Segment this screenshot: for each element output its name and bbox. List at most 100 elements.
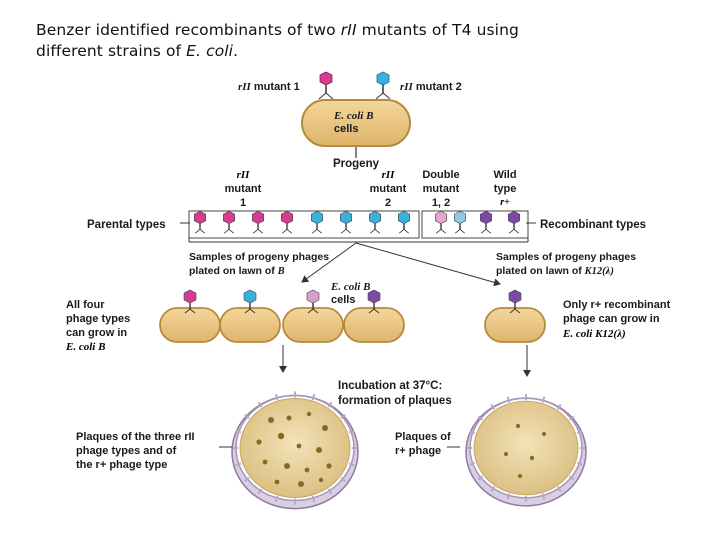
right-description: Only r+ recombinant phage can grow in E.… [562,299,671,340]
phage-icon-mutant2 [375,71,391,100]
progeny-phage-icon [340,210,352,234]
plaque [304,467,310,473]
col1-line2: mutant [225,183,262,195]
plaque [277,432,285,440]
progeny-title: Progeny [333,158,380,170]
progeny-phage-icon [508,210,520,234]
progeny-col-3: Double mutant 1, 2 [422,169,459,209]
petri-dish-right [465,394,587,507]
top-cell-species: E. coli B [333,110,373,122]
plated-cell-2 [219,289,281,343]
col3-line2: mutant [423,183,460,195]
title-gene: rII [340,21,357,39]
svg-text:r+ phage: r+ phage [395,445,441,457]
plated-phage-icon [367,289,381,314]
title-part3: different strains of [36,42,187,60]
progeny-phage-icon [369,210,381,234]
col3-line3: 1, 2 [432,197,450,209]
progeny-phage-icon [398,210,410,234]
col3-line1: Double [422,169,459,181]
plaque [298,481,304,487]
plated-phage-icon [508,289,522,314]
mutant1-label: rII mutant 1 [238,81,300,93]
svg-text:E. coli K12(λ): E. coli K12(λ) [562,328,626,340]
svg-text:Plaques of: Plaques of [395,431,451,443]
samples-right-line1: Samples of progeny phages [496,251,636,263]
title-part1: Benzer identified recombinants of two [36,21,341,39]
page-title: Benzer identified recombinants of two rI… [36,20,676,62]
progeny-phage-row [194,210,520,234]
col4-line1: Wild [493,169,516,181]
plaque [286,415,292,421]
petri-dish-left [231,391,359,510]
plated-cell-4 [343,289,405,343]
plaque [306,411,312,417]
ecoli-b-cell-top: E. coli B cells [301,99,411,147]
incubation-line2: formation of plaques [338,395,452,407]
parental-types-label: Parental types [87,219,166,231]
middle-label: cells [331,294,355,306]
left-description: All four phage types can grow in E. coli… [65,299,130,353]
samples-right-line2: plated on lawn of K12(λ) [496,265,614,277]
plaque [326,463,332,469]
title-part4: . [233,42,239,60]
svg-text:phage can grow in: phage can grow in [563,313,660,325]
svg-text:Only r+ recombinant: Only r+ recombinant [563,299,671,311]
progeny-phage-icon [281,210,293,234]
plaque [262,459,268,465]
middle-species: E. coli B [330,281,370,293]
progeny-phage-icon [454,210,466,234]
svg-text:phage types and of: phage types and of [76,445,177,457]
progeny-col-1: rII mutant 1 [225,169,262,209]
title-species: E. coli [186,42,234,60]
plaque [515,423,521,429]
plated-phage-icon [183,289,197,314]
plated-cell-1 [159,289,221,343]
plated-cells-row [159,289,546,343]
col2-gene: rII [382,169,396,181]
plated-cell-5 [484,289,546,343]
plaque [268,417,274,423]
plaque [504,452,508,456]
mutant2-label: rII mutant 2 [400,81,462,93]
progeny-phage-icon [252,210,264,234]
svg-text:the r+ phage type: the r+ phage type [76,459,167,471]
col4-line3: r+ [500,197,510,208]
top-cell-label: cells [334,123,358,135]
svg-text:All four: All four [66,299,105,311]
progeny-col-4: Wild type r+ [493,169,516,208]
plaques-right-text: Plaques of r+ phage [395,431,451,457]
incubation-line1: Incubation at 37°C: [338,380,442,392]
progeny-col-2: rII mutant 2 [370,169,407,209]
col1-gene: rII [237,169,251,181]
col4-line2: type [494,183,517,195]
recombinant-types-label: Recombinant types [540,219,646,231]
progeny-phage-icon [311,210,323,234]
plaques-left-text: Plaques of the three rII phage types and… [76,431,195,471]
plated-phage-icon [306,289,320,314]
plated-cell-3 [282,289,344,343]
samples-left-line2: plated on lawn of B [189,265,285,277]
phage-icon-mutant1 [318,71,334,100]
progeny-phage-icon [194,210,206,234]
plaque [518,474,522,478]
plaque [256,439,262,445]
progeny-phage-icon [223,210,235,234]
svg-text:can grow in: can grow in [66,327,127,339]
plaque [322,425,328,431]
progeny-phage-icon [435,210,447,234]
plaque [542,432,546,436]
plaque [318,477,324,483]
samples-left-line1: Samples of progeny phages [189,251,329,263]
plaque [316,447,322,453]
plaque [284,463,290,469]
plaque [296,443,302,449]
plated-phage-icon [243,289,257,314]
col1-line3: 1 [240,197,246,209]
col2-line3: 2 [385,197,391,209]
svg-text:Plaques of the three rII: Plaques of the three rII [76,431,195,443]
svg-text:E. coli B: E. coli B [65,341,105,353]
progeny-phage-icon [480,210,492,234]
plaque [274,479,280,485]
